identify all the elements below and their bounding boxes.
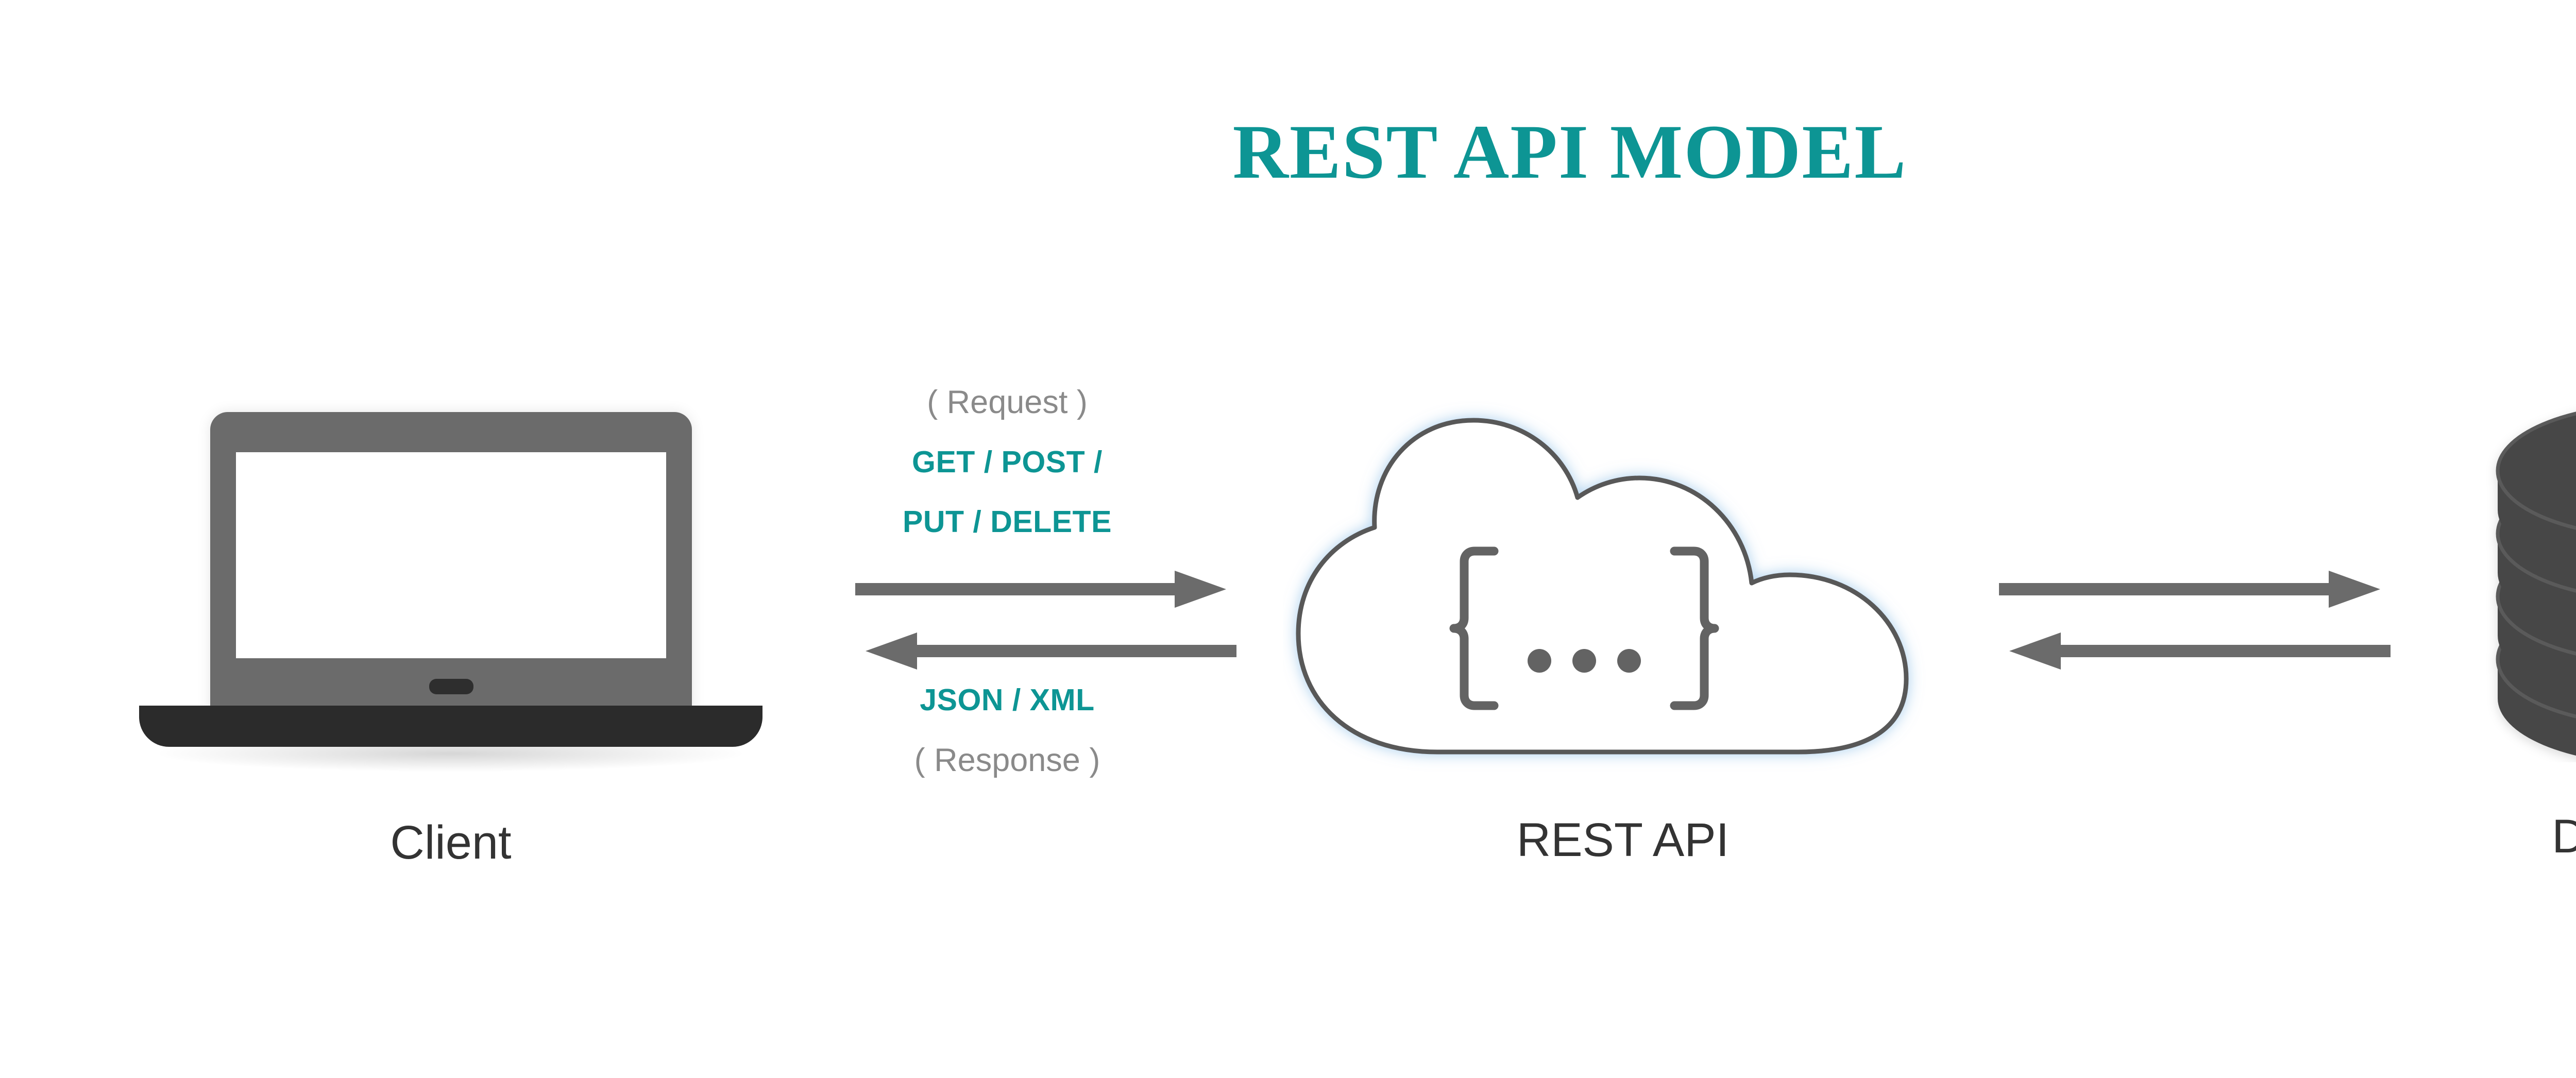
client-caption: Client (390, 816, 512, 869)
laptop-icon (210, 412, 692, 721)
laptop-screen (236, 452, 666, 658)
arrow-query-right (1999, 571, 2380, 608)
request-methods-line2: PUT / DELETE (903, 505, 1112, 539)
request-heading-label: ( Request ) (927, 384, 1088, 420)
database-cylinder-icon (2496, 412, 2576, 756)
arrow-response-left (866, 632, 1236, 670)
arrow-request-right (855, 571, 1226, 608)
api-caption: REST API (1516, 814, 1730, 866)
arrow-result-left (2009, 632, 2391, 670)
database-node (2473, 391, 2576, 762)
page-title: REST API MODEL (1232, 109, 1907, 195)
request-methods-line1: GET / POST / (912, 445, 1103, 479)
api-node (1283, 391, 1963, 773)
cloud-icon (1296, 418, 1909, 755)
ellipsis-dots-icon (1528, 649, 1641, 673)
left-brace-icon (1449, 546, 1499, 710)
response-formats-label: JSON / XML (920, 683, 1095, 717)
laptop-trackpad-notch (429, 679, 473, 694)
laptop-base (139, 706, 762, 747)
client-api-arrow-group (855, 567, 1236, 680)
api-db-arrow-group (1999, 567, 2391, 680)
database-caption: Database (2552, 810, 2576, 863)
client-node (139, 412, 762, 772)
right-brace-icon (1670, 546, 1719, 710)
response-heading-label: ( Response ) (914, 742, 1100, 778)
